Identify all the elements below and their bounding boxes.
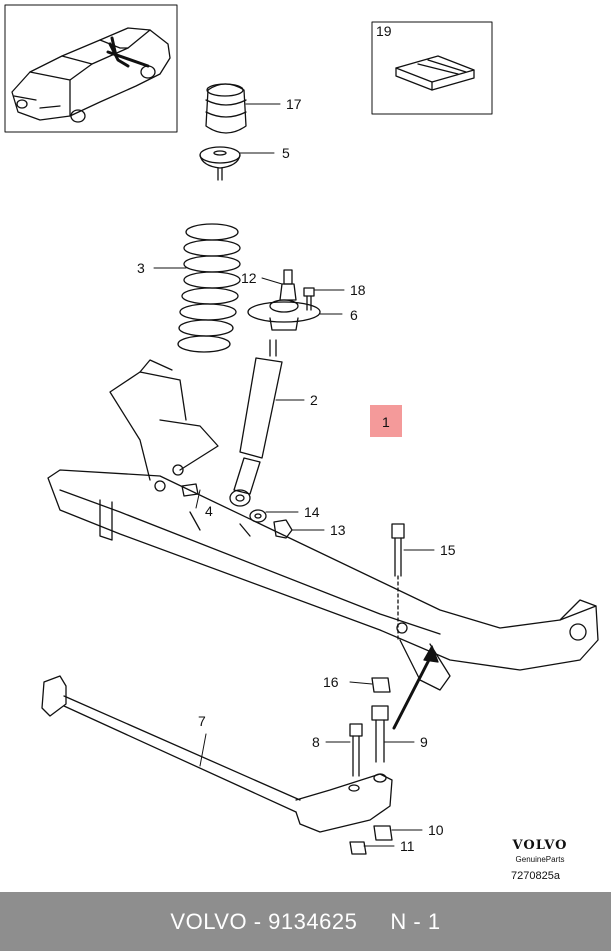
- bolt-15: [391, 523, 405, 641]
- bolt-18: [303, 287, 315, 311]
- callout-3: 3: [137, 260, 145, 276]
- callout-15: 15: [440, 542, 456, 558]
- bolt-9: [371, 705, 389, 763]
- callout-5: 5: [282, 145, 290, 161]
- reference-code: 7270825a: [511, 870, 560, 882]
- footer-brand: VOLVO: [170, 908, 248, 934]
- callout-8: 8: [312, 734, 320, 750]
- leader-lines: [153, 103, 435, 847]
- callout-1: 1: [382, 414, 390, 430]
- panhard-rod-7: [41, 675, 393, 833]
- footer-part-number: 9134625: [268, 908, 358, 934]
- nut-13: [273, 519, 293, 539]
- footer-gap: [357, 909, 390, 935]
- callout-2: 2: [310, 392, 318, 408]
- callout-4: 4: [205, 503, 213, 519]
- callout-9: 9: [420, 734, 428, 750]
- top-mount-6: [247, 299, 321, 331]
- direction-arrow: [392, 645, 439, 730]
- callout-17: 17: [286, 96, 302, 112]
- bushing-14: [249, 509, 267, 523]
- volvo-logo: VOLVO: [512, 838, 568, 853]
- callout-19: 19: [376, 23, 392, 39]
- callout-10: 10: [428, 822, 444, 838]
- nut-16: [371, 677, 391, 693]
- callout-16: 16: [323, 674, 339, 690]
- part-19-inset: [371, 21, 493, 115]
- bump-stop-17: [205, 83, 247, 134]
- callout-12: 12: [241, 270, 257, 286]
- vehicle-location-inset: [4, 4, 178, 133]
- exploded-parts-diagram: 1 2 3 4 5 6 7 8 9 10 11 12 13 14 15 16 1…: [4, 4, 599, 855]
- bolt-8: [349, 723, 363, 777]
- spring-seat-5: [199, 146, 241, 181]
- nut-10: [373, 825, 393, 841]
- genuine-parts-label: GenuineParts: [515, 855, 565, 864]
- shock-absorber-2: [229, 339, 283, 507]
- nut-4: [181, 483, 199, 497]
- callout-14: 14: [304, 504, 320, 520]
- footer-quantity: N - 1: [390, 908, 441, 934]
- nut-12: [279, 269, 297, 301]
- callout-11: 11: [400, 838, 415, 854]
- callout-13: 13: [330, 522, 346, 538]
- brand-block: VOLVO GenuineParts: [500, 838, 580, 864]
- callout-1-highlight: [370, 405, 402, 437]
- callout-18: 18: [350, 282, 366, 298]
- part-number-footer: VOLVO - 9134625 N - 1: [0, 892, 611, 951]
- footer-separator: -: [247, 908, 269, 934]
- rear-axle-beam-1: [47, 359, 599, 691]
- coil-spring-3: [177, 223, 241, 353]
- callout-7: 7: [198, 713, 206, 729]
- nut-11: [349, 841, 367, 855]
- callout-6: 6: [350, 307, 358, 323]
